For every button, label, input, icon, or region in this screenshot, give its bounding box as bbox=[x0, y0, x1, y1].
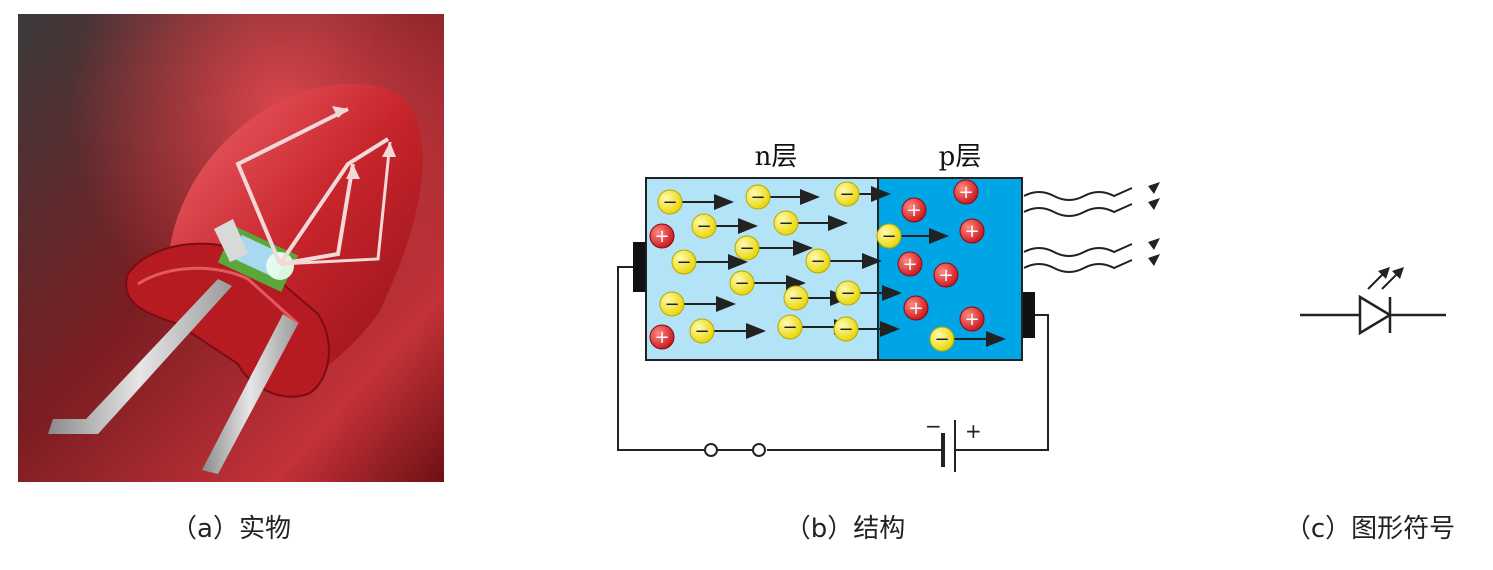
svg-text:−: − bbox=[696, 216, 711, 237]
caption-a: （a）实物 bbox=[171, 514, 291, 544]
p-layer-label: p层 bbox=[938, 142, 982, 172]
caption-b: （b）结构 bbox=[784, 514, 906, 544]
carriers: −−−−−−−−−−−−−−−−−+++++++++ bbox=[649, 179, 1006, 352]
led-photo bbox=[18, 14, 444, 482]
electron: − bbox=[835, 280, 902, 306]
svg-text:+: + bbox=[964, 309, 979, 330]
svg-text:+: + bbox=[938, 265, 953, 286]
svg-text:−: − bbox=[934, 329, 949, 350]
svg-text:−: − bbox=[750, 187, 765, 208]
structure-svg: − + −−−−−−−−−−−−−−−−−+++++++++ bbox=[617, 177, 1160, 472]
hole: + bbox=[897, 251, 923, 277]
circuit-wire-left bbox=[617, 266, 705, 451]
hole: + bbox=[649, 223, 675, 249]
svg-text:−: − bbox=[838, 319, 853, 340]
electron: − bbox=[729, 270, 806, 296]
electron: − bbox=[691, 213, 758, 239]
svg-text:−: − bbox=[739, 238, 754, 259]
light-waves bbox=[1023, 182, 1160, 273]
hole: + bbox=[959, 306, 985, 332]
svg-text:−: − bbox=[694, 321, 709, 342]
svg-text:+: + bbox=[906, 200, 921, 221]
hole: + bbox=[953, 179, 979, 205]
electron: − bbox=[689, 318, 766, 344]
svg-text:+: + bbox=[902, 254, 917, 275]
electron: − bbox=[783, 285, 850, 311]
svg-text:−: − bbox=[881, 226, 896, 247]
left-electrode bbox=[633, 242, 645, 292]
circuit-wire-right bbox=[956, 314, 1049, 451]
svg-text:+: + bbox=[908, 298, 923, 319]
switch-terminal-right bbox=[752, 443, 766, 457]
electron: − bbox=[876, 223, 949, 249]
svg-text:−: − bbox=[664, 294, 679, 315]
svg-text:+: + bbox=[964, 221, 979, 242]
n-layer-label: n层 bbox=[754, 142, 798, 172]
right-electrode bbox=[1023, 292, 1035, 338]
svg-text:−: − bbox=[782, 317, 797, 338]
svg-text:−: − bbox=[778, 213, 793, 234]
hole: + bbox=[933, 262, 959, 288]
led-diode-symbol-icon bbox=[1300, 267, 1446, 336]
electron: − bbox=[659, 291, 736, 317]
hole: + bbox=[901, 197, 927, 223]
battery-minus-label: − bbox=[925, 414, 942, 438]
led-structure-diagram: − + −−−−−−−−−−−−−−−−−+++++++++ n层 p层 bbox=[600, 130, 1180, 490]
svg-text:−: − bbox=[662, 192, 677, 213]
electron: − bbox=[671, 249, 748, 275]
electron: − bbox=[929, 326, 1006, 352]
electron: − bbox=[745, 184, 820, 210]
red-led-photo-icon bbox=[18, 14, 444, 482]
svg-text:−: − bbox=[734, 273, 749, 294]
led-symbol bbox=[1290, 255, 1460, 345]
caption-c: （c）图形符号 bbox=[1284, 514, 1456, 544]
svg-text:−: − bbox=[839, 184, 854, 205]
hole: + bbox=[903, 295, 929, 321]
electron: − bbox=[773, 210, 848, 236]
svg-text:−: − bbox=[810, 251, 825, 272]
electron: − bbox=[833, 316, 900, 342]
battery-plus-label: + bbox=[965, 419, 982, 443]
electron: − bbox=[805, 248, 882, 274]
electron: − bbox=[657, 189, 734, 215]
electron: − bbox=[834, 181, 891, 207]
hole: + bbox=[649, 324, 675, 350]
svg-text:−: − bbox=[676, 252, 691, 273]
switch-terminal-left bbox=[704, 443, 718, 457]
svg-text:−: − bbox=[840, 283, 855, 304]
svg-text:+: + bbox=[654, 327, 669, 348]
svg-text:+: + bbox=[654, 226, 669, 247]
svg-text:−: − bbox=[788, 288, 803, 309]
hole: + bbox=[959, 218, 985, 244]
svg-text:+: + bbox=[958, 182, 973, 203]
